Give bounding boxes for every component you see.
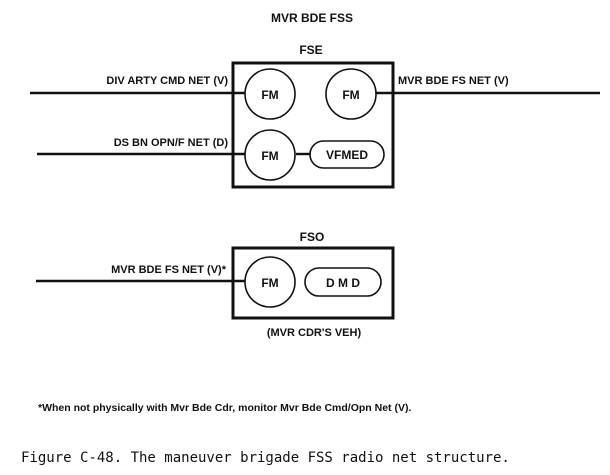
fse-fm-radio-1 <box>244 68 296 120</box>
div-arty-cmd-net-label: DIV ARTY CMD NET (V) <box>106 75 228 87</box>
fse-fm-radio-1-label: FM <box>261 88 278 102</box>
fse-title: FSE <box>299 43 322 57</box>
fso-mvr-bde-fs-net-label: MVR BDE FS NET (V)* <box>111 264 227 276</box>
footnote: *When not physically with Mvr Bde Cdr, m… <box>38 402 411 414</box>
vfmed-device <box>309 140 385 169</box>
fso-fm-radio-label: FM <box>261 276 278 290</box>
fse-box <box>231 61 395 189</box>
top-title: MVR BDE FSS <box>271 11 353 25</box>
fse-fm-radio-2-label: FM <box>342 88 359 102</box>
fso-fm-radio <box>244 256 296 308</box>
fse-fm-radio-3-label: FM <box>261 149 278 163</box>
mvr-bde-fs-net-label: MVR BDE FS NET (V) <box>398 75 509 87</box>
fse-fm-radio-2 <box>325 68 377 120</box>
fso-vehicle-label: (MVR CDR'S VEH) <box>267 327 362 339</box>
figure-caption: Figure C-48. The maneuver brigade FSS ra… <box>21 450 510 466</box>
fso-title: FSO <box>300 230 325 244</box>
dmd-device <box>304 267 382 297</box>
dmd-device-label: D M D <box>326 276 360 290</box>
fso-box <box>231 246 395 320</box>
vfmed-device-label: VFMED <box>326 148 368 162</box>
fse-fm-radio-3 <box>244 129 296 181</box>
ds-bn-opn-net-label: DS BN OPN/F NET (D) <box>114 137 229 149</box>
